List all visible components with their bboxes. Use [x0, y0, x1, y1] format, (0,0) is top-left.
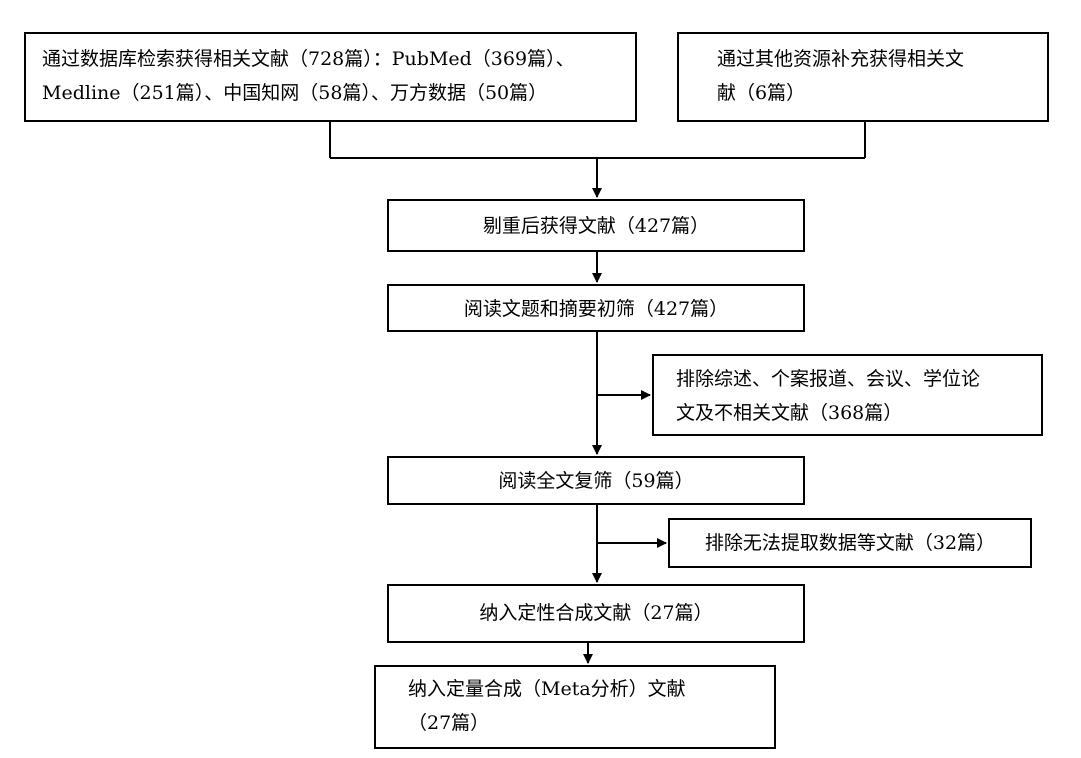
exclude-no-data-box: 排除无法提取数据等文献（32篇） [668, 518, 1032, 568]
qualitative-synthesis-box: 纳入定性合成文献（27篇） [387, 584, 805, 643]
qualitative-synthesis-label: 纳入定性合成文献（27篇） [479, 602, 713, 624]
after-dedup-box: 剔重后获得文献（427篇） [387, 199, 805, 252]
other-sources-line2: 献（6篇） [717, 82, 806, 104]
exclude-reviews-line1: 排除综述、个案报道、会议、学位论 [676, 368, 981, 390]
title-abstract-screen-box: 阅读文题和摘要初筛（427篇） [387, 284, 805, 332]
database-search-line2: Medline（251篇）、中国知网（58篇）、万方数据（50篇） [42, 82, 548, 104]
fulltext-screen-label: 阅读全文复筛（59篇） [498, 470, 694, 492]
after-dedup-label: 剔重后获得文献（427篇） [482, 215, 710, 237]
meta-analysis-line2: （27篇） [408, 712, 490, 734]
fulltext-screen-box: 阅读全文复筛（59篇） [387, 456, 805, 505]
database-search-line1: 通过数据库检索获得相关文献（728篇）：PubMed（369篇）、 [42, 48, 575, 70]
database-search-box: 通过数据库检索获得相关文献（728篇）：PubMed（369篇）、 Medlin… [24, 32, 637, 122]
exclude-no-data-label: 排除无法提取数据等文献（32篇） [704, 532, 996, 554]
title-abstract-screen-label: 阅读文题和摘要初筛（427篇） [463, 298, 729, 320]
meta-analysis-box: 纳入定量合成（Meta分析）文献 （27篇） [374, 665, 776, 749]
other-sources-box: 通过其他资源补充获得相关文 献（6篇） [677, 32, 1049, 122]
exclude-reviews-line2: 文及不相关文献（368篇） [676, 402, 903, 424]
other-sources-line1: 通过其他资源补充获得相关文 [717, 48, 965, 70]
meta-analysis-line1: 纳入定量合成（Meta分析）文献 [408, 678, 686, 700]
exclude-reviews-box: 排除综述、个案报道、会议、学位论 文及不相关文献（368篇） [652, 354, 1043, 436]
